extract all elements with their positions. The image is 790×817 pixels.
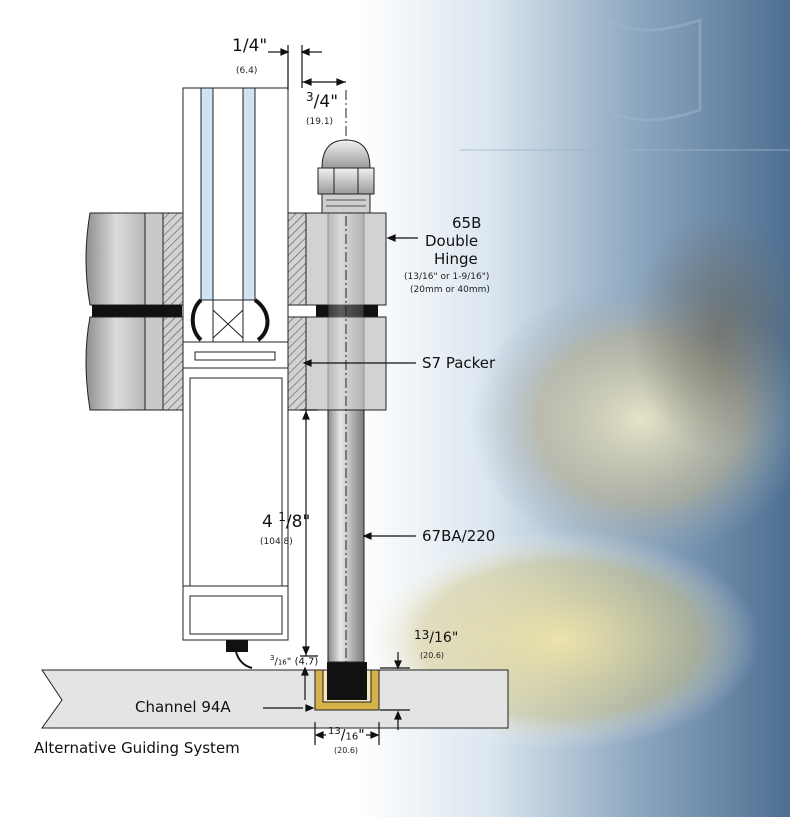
channel-width-mark: " bbox=[358, 727, 365, 744]
system-caption: Alternative Guiding System bbox=[34, 739, 240, 757]
height-mark: " bbox=[302, 512, 311, 532]
channel-depth-mark: " bbox=[451, 630, 459, 646]
channel-width-fraction: 13/16" bbox=[328, 726, 365, 744]
bottom-profile bbox=[182, 341, 289, 669]
channel-94a bbox=[314, 662, 380, 711]
glass-gap-fraction: 1/4" bbox=[232, 36, 268, 56]
channel-width-mm: (20.6) bbox=[334, 746, 359, 755]
channel-label: Channel 94A bbox=[135, 698, 231, 716]
glass-gap-whole: 1 bbox=[232, 36, 243, 56]
rod-67ba-220 bbox=[327, 90, 365, 663]
hinge-size-in: (13/16" or 1-9/16") bbox=[404, 272, 490, 282]
height-whole: 4 bbox=[262, 512, 273, 532]
rod-offset-denominator: 4 bbox=[319, 92, 331, 112]
glass-gap-mm: (6.4) bbox=[236, 66, 258, 76]
clearance-dim: 3/16" (4.7) bbox=[270, 654, 319, 668]
height-fraction: 4 1/8" bbox=[262, 510, 311, 532]
clearance-mark: " bbox=[286, 656, 292, 668]
rod-offset-fraction: 3/4" bbox=[306, 90, 339, 112]
dimension-lines bbox=[268, 45, 410, 745]
hinge-line2: Double bbox=[425, 232, 479, 250]
glass-gap-mark: " bbox=[259, 36, 268, 56]
height-mm: (104.8) bbox=[260, 537, 293, 547]
channel-depth-numerator: 13 bbox=[414, 628, 430, 642]
hinge-line3: Hinge bbox=[434, 250, 478, 268]
packer-label: S7 Packer bbox=[422, 354, 496, 372]
hinge-left bbox=[85, 212, 184, 411]
height-denominator: 8 bbox=[291, 512, 303, 532]
glass-gap-denominator: 4 bbox=[248, 36, 260, 56]
floor-slab bbox=[41, 669, 509, 729]
channel-depth-denominator: 16 bbox=[434, 630, 452, 646]
rod-offset-mark: " bbox=[330, 92, 339, 112]
rod-offset-numerator: 3 bbox=[306, 90, 314, 104]
channel-width-numerator: 13 bbox=[328, 726, 341, 737]
clearance-numerator: 3 bbox=[270, 654, 275, 662]
leader-arrows bbox=[263, 234, 418, 712]
cap-nut bbox=[317, 139, 375, 214]
height-numerator: 1 bbox=[278, 510, 286, 524]
rod-label: 67BA/220 bbox=[422, 527, 496, 545]
rod-offset-mm: (19.1) bbox=[306, 117, 334, 127]
channel-depth-fraction: 13/16" bbox=[414, 628, 459, 646]
channel-depth-mm: (20.6) bbox=[420, 651, 445, 660]
clearance-denominator: 16 bbox=[277, 658, 287, 667]
hinge-name: 65B bbox=[452, 214, 482, 232]
hinge-size-mm: (20mm or 40mm) bbox=[410, 285, 490, 295]
clearance-mm: (4.7) bbox=[294, 656, 319, 668]
channel-width-denominator: 16 bbox=[345, 731, 359, 743]
